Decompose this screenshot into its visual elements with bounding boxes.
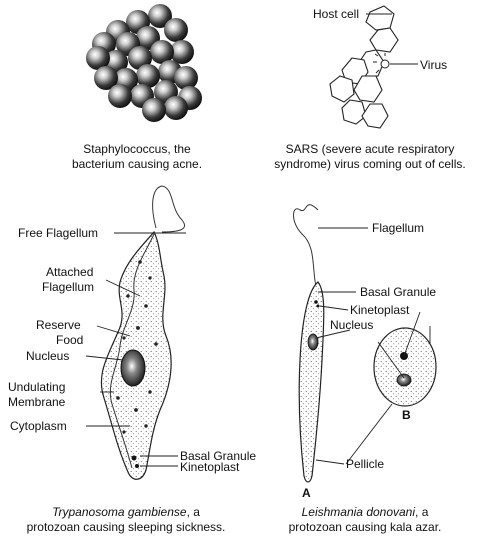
coccus-sphere (174, 66, 198, 90)
trypanosoma-caption-suffix: , a (186, 505, 200, 519)
undulating-membrane-label-line2: Membrane (8, 395, 66, 409)
nucleus-label: Nucleus (26, 349, 70, 363)
sars-caption-line1: SARS (severe acute respiratory (285, 142, 455, 156)
coccus-sphere (136, 64, 160, 88)
trypanosoma-body (100, 185, 185, 480)
leishmania-form-b (373, 327, 437, 407)
coccus-sphere (86, 46, 110, 70)
undulating-membrane-label-line1: Undulating (8, 380, 66, 394)
reserve-food-label-line2: Food (56, 333, 84, 347)
virus-particle (373, 53, 390, 74)
reserve-food-label-line1: Reserve (36, 318, 81, 332)
leishmania-caption-line1: Leishmania donovani, a (252, 505, 478, 520)
leishmania-caption-line2: protozoan causing kala azar. (288, 520, 442, 534)
pellicle-label: Pellicle (346, 457, 385, 471)
host-cell-label: Host cell (313, 7, 360, 21)
leishmania-flagellum-label: Flagellum (372, 221, 425, 235)
sars-caption-line2: syndrome) virus coming out of cells. (274, 157, 466, 171)
coccus-sphere (128, 46, 152, 70)
coccus-sphere (150, 40, 174, 64)
trypanosoma-species-name: Trypanosoma gambiense (52, 505, 187, 519)
trypanosoma-pointers (85, 232, 186, 467)
leishmania-basal-granule-label: Basal Granule (360, 285, 437, 299)
trypanosoma-basal-granule-label: Basal Granule (180, 449, 257, 463)
trypanosoma-kinetoplast-label: Kinetoplast (180, 460, 240, 474)
attached-flagellum-label-line1: Attached (46, 265, 94, 279)
trypanosoma-caption-line2: protozoan causing sleeping sickness. (26, 520, 226, 534)
coccus-sphere (170, 40, 194, 64)
leishmania-kinetoplast-label: Kinetoplast (350, 303, 410, 317)
form-b-label: B (402, 408, 411, 422)
staphylococcus-caption: Staphylococcus, the bacterium causing ac… (52, 142, 222, 172)
coccus-sphere (108, 84, 132, 108)
coccus-sphere (164, 18, 188, 42)
coccus-sphere (164, 96, 188, 120)
leishmania-caption: Leishmania donovani, a protozoan causing… (252, 505, 478, 535)
staphylococcus-caption-line2: bacterium causing acne. (71, 157, 203, 171)
attached-flagellum-label-line2: Flagellum (42, 280, 95, 294)
leishmania-species-name: Leishmania donovani (301, 505, 416, 519)
cytoplasm-label: Cytoplasm (10, 419, 67, 433)
coccus-sphere (94, 66, 118, 90)
leishmania-nucleus-label: Nucleus (330, 318, 374, 332)
coccus-sphere (148, 4, 172, 28)
trypanosoma-caption-line1: Trypanosoma gambiense, a (2, 505, 250, 520)
host-cell-chain (329, 5, 399, 129)
staphylococcus-caption-line1: Staphylococcus, the (83, 142, 191, 156)
leishmania-caption-suffix: , a (415, 505, 429, 519)
sars-caption: SARS (severe acute respiratory syndrome)… (262, 142, 478, 172)
staphylococcus-cluster (86, 4, 202, 122)
free-flagellum-label: Free Flagellum (18, 226, 99, 240)
virus-label: Virus (420, 58, 448, 72)
leishmania-form-a (293, 204, 325, 483)
form-a-label: A (302, 486, 311, 500)
leishmania-pointers (315, 227, 431, 465)
trypanosoma-caption: Trypanosoma gambiense, a protozoan causi… (2, 505, 250, 535)
coccus-sphere (142, 98, 166, 122)
